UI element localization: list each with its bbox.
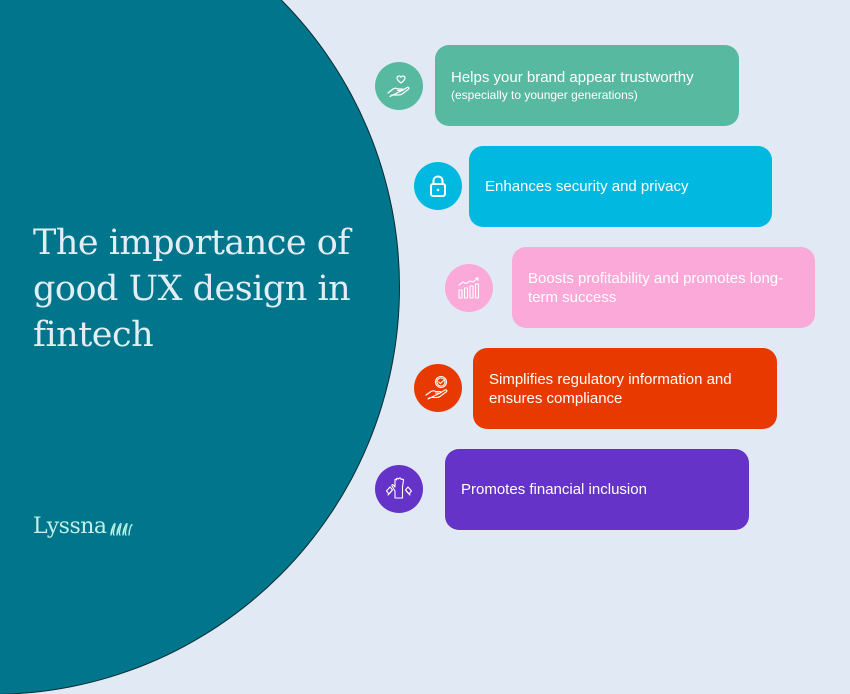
benefit-card-profitability: Boosts profitability and promotes long-t… <box>512 247 815 328</box>
benefit-label: Helps your brand appear trustworthy <box>451 69 694 86</box>
benefit-card-trustworthy: Helps your brand appear trustworthy (esp… <box>435 45 739 126</box>
logo-text: Lyssna <box>33 514 107 539</box>
benefit-label: Promotes financial inclusion <box>461 481 647 498</box>
heart-in-hand-icon <box>375 62 423 110</box>
title-line-1: The importance of <box>33 223 350 263</box>
benefit-card-compliance: Simplifies regulatory information and en… <box>473 348 777 429</box>
brand-logo: Lyssna <box>33 514 133 539</box>
lock-icon <box>414 162 462 210</box>
page-title: The importance of good UX design in fint… <box>33 220 393 358</box>
title-line-2: good UX design in <box>33 269 351 309</box>
benefit-card-inclusion: Promotes financial inclusion <box>445 449 749 530</box>
benefit-sublabel: (especially to younger generations) <box>451 88 638 102</box>
logo-squiggle-icon <box>109 522 133 536</box>
high-five-hands-icon <box>375 465 423 513</box>
benefit-label: Enhances security and privacy <box>485 178 689 195</box>
title-line-3: fintech <box>33 315 154 355</box>
benefit-label: Boosts profitability and promotes long-t… <box>528 269 784 306</box>
growth-chart-icon <box>445 264 493 312</box>
benefit-card-security: Enhances security and privacy <box>469 146 772 227</box>
benefit-label: Simplifies regulatory information and en… <box>489 370 732 407</box>
check-badge-in-hand-icon <box>414 364 462 412</box>
